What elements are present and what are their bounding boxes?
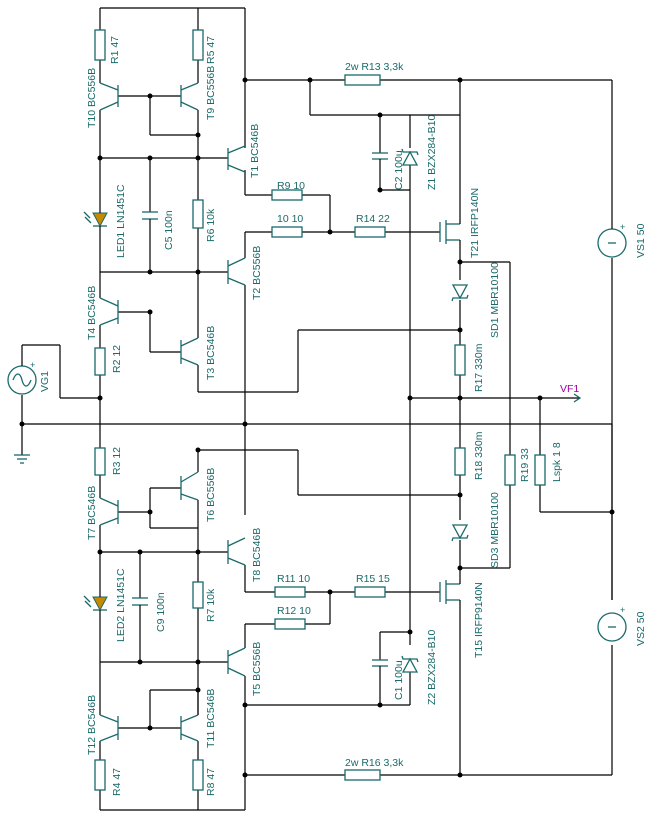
label-t15: T15 IRFP9140N bbox=[473, 582, 485, 658]
resistor-r7 bbox=[192, 581, 204, 609]
label-t11: T11 BC546B bbox=[205, 689, 217, 748]
label-t4: T4 BC546B bbox=[86, 286, 98, 340]
label-r2: R2 12 bbox=[111, 345, 123, 373]
label-r19: R19 33 bbox=[519, 448, 531, 482]
resistor-lspk bbox=[534, 454, 546, 486]
label-r4: R4 47 bbox=[111, 768, 123, 796]
label-vs1: VS1 50 bbox=[635, 223, 647, 258]
label-r1: R1 47 bbox=[109, 36, 121, 64]
label-led2: LED2 LN1451C bbox=[115, 568, 127, 642]
label-r13: 2w R13 3,3k bbox=[345, 61, 404, 73]
resistor-r15 bbox=[354, 586, 386, 598]
component-labels: R1 47 R5 47 T10 BC556B T9 BC556B T1 BC54… bbox=[39, 36, 647, 796]
label-r3: R3 12 bbox=[111, 447, 123, 475]
label-led1: LED1 LN1451C bbox=[115, 184, 127, 258]
label-t5: T5 BC556B bbox=[251, 642, 263, 696]
label-r8: R8 47 bbox=[205, 768, 217, 796]
label-r14: R14 22 bbox=[356, 213, 390, 225]
label-sd3: SD3 MBR10100 bbox=[489, 492, 501, 568]
label-r12: R12 10 bbox=[277, 605, 311, 617]
junction-dots bbox=[19, 77, 615, 778]
label-r9: R9 10 bbox=[277, 180, 305, 192]
resistor-r2 bbox=[94, 347, 106, 376]
label-r15: R15 15 bbox=[356, 573, 390, 585]
capacitors bbox=[132, 148, 388, 672]
label-c9: C9 100n bbox=[155, 592, 167, 632]
label-r5: R5 47 bbox=[205, 36, 217, 64]
resistor-r12 bbox=[274, 618, 306, 630]
svg-text:+: + bbox=[620, 605, 625, 615]
label-z2: Z2 BZX284-B10 bbox=[426, 630, 438, 705]
resistor-r6 bbox=[192, 199, 204, 229]
label-r10: 10 10 bbox=[277, 213, 303, 225]
label-c5: C5 100n bbox=[163, 210, 175, 250]
label-t12: T12 BC546B bbox=[86, 695, 98, 755]
label-r16: 2w R16 3,3k bbox=[345, 757, 404, 769]
resistor-r16 bbox=[344, 769, 381, 781]
transistors bbox=[99, 82, 461, 742]
label-vs2: VS2 50 bbox=[635, 611, 647, 646]
svg-text:+: + bbox=[30, 360, 35, 370]
resistor-r3 bbox=[94, 447, 106, 476]
label-t8: T8 BC546B bbox=[251, 528, 263, 582]
label-t2: T2 BC556B bbox=[251, 246, 263, 300]
resistor-r1 bbox=[94, 29, 106, 61]
label-z1: Z1 BZX284-B10 bbox=[426, 115, 438, 190]
label-r6: R6 10k bbox=[205, 208, 217, 242]
resistor-r5 bbox=[192, 29, 204, 61]
resistor-r17 bbox=[454, 344, 466, 376]
diodes bbox=[83, 148, 469, 673]
label-vg1: VG1 bbox=[39, 371, 51, 392]
ground-icon bbox=[14, 454, 30, 464]
resistor-r4 bbox=[94, 759, 106, 791]
sources bbox=[7, 228, 627, 642]
resistor-r8 bbox=[192, 759, 204, 791]
resistor-r19 bbox=[504, 454, 516, 486]
svg-text:+: + bbox=[620, 222, 625, 232]
label-t6: T6 BC556B bbox=[205, 468, 217, 522]
probe-vf1 bbox=[573, 393, 582, 403]
label-t3: T3 BC546B bbox=[205, 326, 217, 380]
label-t9: T9 BC556B bbox=[205, 66, 217, 120]
label-t7: T7 BC546B bbox=[86, 486, 98, 540]
label-t1: T1 BC546B bbox=[249, 124, 261, 178]
label-c2: C2 100u bbox=[393, 150, 405, 190]
label-r11: R11 10 bbox=[277, 573, 310, 585]
resistor-r9 bbox=[271, 189, 303, 201]
label-r17: R17 330m bbox=[473, 343, 485, 392]
polarity-marks: + + + bbox=[30, 222, 625, 615]
label-t10: T10 BC556B bbox=[86, 68, 98, 128]
label-r18: R18 330m bbox=[473, 431, 485, 480]
label-lspk: Lspk 1 8 bbox=[551, 442, 563, 482]
label-r7: R7 10k bbox=[205, 588, 217, 622]
label-vf1: VF1 bbox=[560, 383, 579, 395]
resistor-r10 bbox=[271, 226, 303, 238]
resistor-r11 bbox=[274, 586, 306, 598]
resistor-r13 bbox=[344, 74, 381, 86]
label-t21: T21 IRFP140N bbox=[469, 188, 481, 258]
label-c1: C1 100u bbox=[393, 660, 405, 700]
resistors bbox=[94, 29, 546, 791]
resistor-r18 bbox=[454, 447, 466, 476]
wires bbox=[21, 7, 613, 811]
resistor-r14 bbox=[354, 226, 386, 238]
label-sd1: SD1 MBR10100 bbox=[489, 262, 501, 338]
